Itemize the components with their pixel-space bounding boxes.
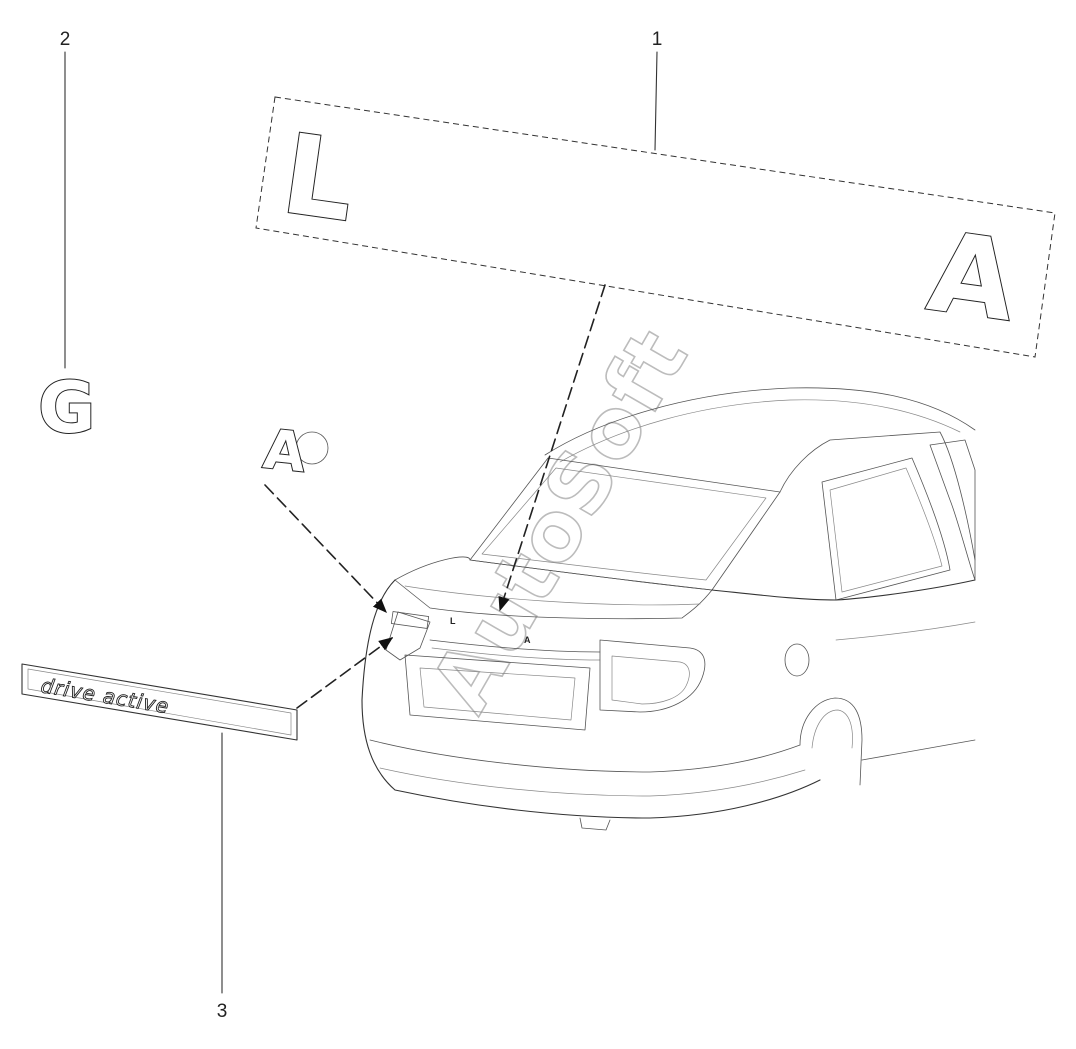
callout-2: 2 bbox=[60, 29, 71, 50]
car-side-window-rear-inner bbox=[829, 467, 943, 593]
car-bumper-lower bbox=[379, 767, 806, 797]
watermark: AutoSoft bbox=[413, 312, 709, 728]
arrow-badge-a-to-trunk bbox=[264, 484, 387, 614]
emblem-letter-l: L bbox=[275, 110, 362, 247]
car-trim-strip bbox=[429, 639, 601, 653]
badge-g: G bbox=[38, 367, 95, 449]
car-trunk-badge bbox=[390, 611, 430, 629]
car-c-pillar bbox=[779, 431, 976, 561]
car-side-window-front bbox=[929, 439, 976, 581]
car-rear-body bbox=[361, 579, 821, 819]
car-roof-inner-line bbox=[559, 399, 961, 463]
car-side-window-rear bbox=[821, 457, 951, 601]
arrow-nameplate-to-trunk bbox=[296, 637, 394, 709]
badge-a: A bbox=[261, 417, 309, 484]
car-rear-quarter bbox=[711, 579, 976, 601]
leader-lines bbox=[64, 51, 658, 994]
car-fuel-cap bbox=[784, 643, 810, 677]
car-tail-light-right bbox=[599, 639, 706, 713]
car-trim-strip-lower bbox=[431, 647, 601, 661]
badge-a-circle bbox=[295, 431, 329, 465]
car-wheel-arch bbox=[799, 697, 863, 786]
nameplate-text: drive active bbox=[39, 673, 171, 718]
car-rocker bbox=[861, 739, 976, 761]
nameplate-body bbox=[21, 663, 298, 741]
watermark-text: AutoSoft bbox=[413, 313, 707, 727]
emblem-panel-border bbox=[255, 96, 1056, 358]
arrow-panel-to-trunk bbox=[498, 284, 606, 612]
leader-line-1 bbox=[654, 51, 658, 151]
car-tail-light-left bbox=[385, 611, 431, 661]
car-side-crease bbox=[835, 621, 976, 641]
car-exhaust-notch bbox=[579, 817, 611, 831]
car-roof-line bbox=[544, 387, 976, 456]
nameplate: drive active bbox=[21, 663, 298, 741]
emblem-letter-a: A bbox=[921, 207, 1023, 346]
car-wheel-arch-inner bbox=[811, 709, 853, 749]
badge-a-group: A bbox=[260, 416, 329, 485]
nameplate-bevel bbox=[27, 668, 292, 736]
callout-3: 3 bbox=[217, 1001, 228, 1022]
car-tail-light-right-inner bbox=[611, 655, 690, 705]
assembly-arrows bbox=[264, 284, 606, 709]
emblem-panel: L A bbox=[255, 96, 1056, 358]
car-letter-a: A bbox=[524, 635, 531, 645]
car-bumper bbox=[369, 739, 801, 773]
car-letter-l: L bbox=[450, 616, 456, 626]
car-plate-recess bbox=[404, 654, 591, 731]
car-plate-recess-inner bbox=[419, 667, 576, 721]
car-outline: L A bbox=[361, 387, 976, 831]
callout-1: 1 bbox=[652, 29, 663, 50]
callouts: 2 1 3 bbox=[60, 29, 663, 1022]
car-rear-window-inner bbox=[481, 467, 767, 581]
car-trunk-lid-edge bbox=[404, 585, 701, 606]
